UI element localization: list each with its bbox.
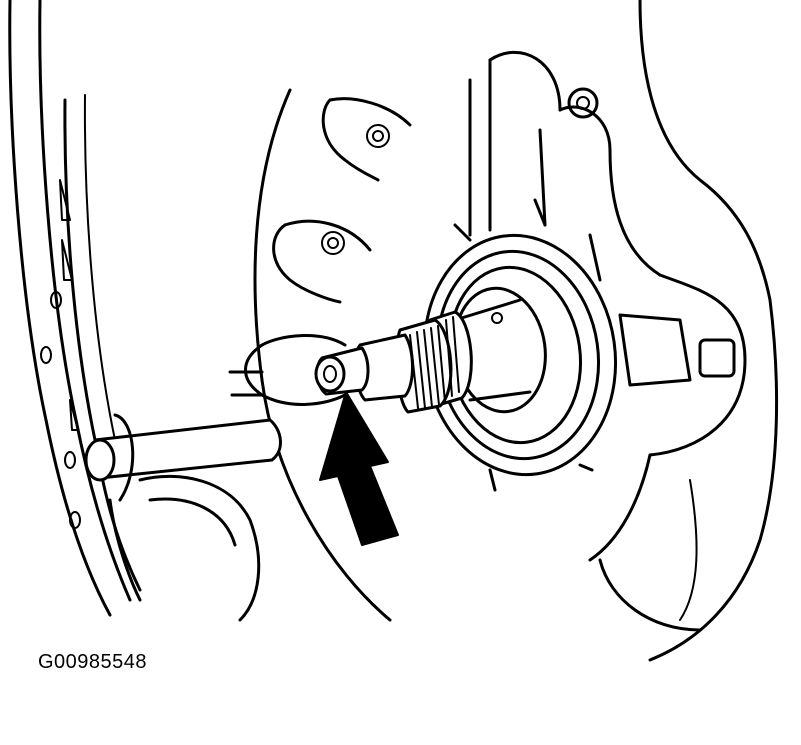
flange-hole [69,511,81,529]
output-shaft [314,310,473,414]
bolt-head-upper [366,124,390,148]
flange-hole [64,451,76,469]
bolt-pockets [272,97,412,304]
bearing-retainer [422,198,618,492]
case-rib [618,313,692,387]
flange-hole [40,346,52,364]
tool-handle [93,418,282,480]
figure-caption: G00985548 [38,651,148,673]
case-wall [253,0,779,662]
shaft-end [314,355,346,393]
pointer-arrow [319,391,399,546]
bolt-head-lower [321,231,345,255]
handle-end [84,438,116,482]
case-boss [567,87,599,119]
flange-hole [50,291,62,309]
seal-removal-tool [84,334,347,622]
case-window [698,338,736,378]
left-housing-flange [8,0,142,617]
